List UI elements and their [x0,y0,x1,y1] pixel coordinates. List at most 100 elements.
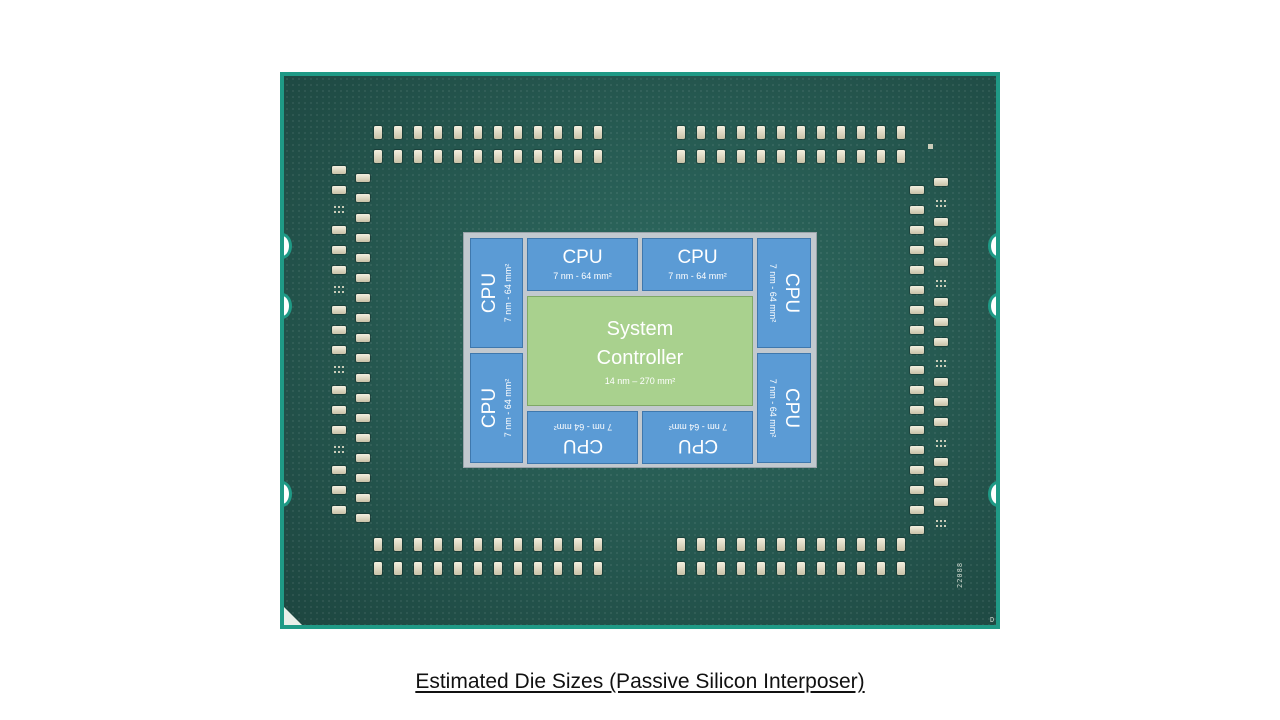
cpu-die-label: CPU [562,246,603,268]
contact-dot [334,371,336,373]
contact-pad [910,246,924,254]
system-controller-title-line1: System [606,318,674,340]
contact-pad [356,334,370,342]
contact-pad [897,538,905,551]
contact-pad [356,174,370,182]
contact-pad [910,526,924,534]
contact-pad [817,562,825,575]
alignment-marker [928,144,933,149]
cpu-die-right-top: CPU 7 nm - 64 mm² [757,238,811,348]
contact-pad [356,414,370,422]
cpu-die-label: CPU [781,387,802,429]
contact-pad [474,150,482,163]
contact-pad [934,218,948,226]
contact-pad [474,562,482,575]
contact-pad [434,126,442,139]
contact-dot [940,525,942,527]
cpu-die-label: CPU [677,434,718,456]
contact-pad [934,178,948,186]
contact-dot [338,291,340,293]
contact-pad [394,150,402,163]
contact-pad [514,538,522,551]
cpu-die-label: CPU [562,434,603,456]
contact-pad [356,234,370,242]
contact-pad [394,562,402,575]
cpu-die-top-left: CPU 7 nm - 64 mm² [527,238,638,291]
system-controller-size: 14 nm – 270 mm² [604,376,676,386]
contact-pad [737,126,745,139]
contact-pad [356,314,370,322]
contact-pad [494,538,502,551]
contact-dot [334,211,336,213]
contact-pad [356,374,370,382]
package-corner-mark-text: D [990,616,996,624]
contact-pad [910,306,924,314]
contact-pad [934,238,948,246]
contact-pad [332,186,346,194]
contact-pad [910,346,924,354]
contact-pad [454,562,462,575]
contact-dot [936,445,938,447]
contact-dot [334,366,336,368]
cpu-die-size: 7 nm - 64 mm² [502,263,513,323]
contact-pad [356,254,370,262]
contact-pad [934,338,948,346]
contact-dot [338,211,340,213]
contact-pad [897,126,905,139]
contact-pad [534,150,542,163]
contact-pad [394,126,402,139]
contact-pad [757,538,765,551]
contact-pad [434,562,442,575]
contact-pad [514,150,522,163]
contact-dot [936,525,938,527]
contact-dot [944,445,946,447]
contact-pad [434,538,442,551]
contact-pad [494,126,502,139]
contact-pad [574,538,582,551]
contact-pad [857,150,865,163]
contact-dot [342,451,344,453]
contact-pad [757,150,765,163]
contact-pad [910,286,924,294]
contact-pad [837,562,845,575]
contact-dot [944,440,946,442]
contact-pad [777,126,785,139]
contact-dot [334,286,336,288]
contact-pad [837,126,845,139]
contact-pad [934,498,948,506]
contact-pad [857,126,865,139]
contact-pad [414,150,422,163]
contact-dot [338,286,340,288]
contact-pad [534,562,542,575]
contact-pad [454,150,462,163]
contact-pad [817,538,825,551]
contact-pad [332,306,346,314]
package-marking: 22088 [956,561,964,588]
contact-pad [737,150,745,163]
contact-dot [342,286,344,288]
contact-pad [356,294,370,302]
cpu-package-substrate: 22088 D [280,72,1000,629]
contact-pad [356,214,370,222]
contact-pad [777,562,785,575]
cpu-die-size: 7 nm - 64 mm² [668,270,727,281]
contact-pad [414,126,422,139]
contact-pad [697,150,705,163]
figure-caption: Estimated Die Sizes (Passive Silicon Int… [415,670,865,693]
pin1-corner-mark [284,607,302,625]
contact-dot [940,360,942,362]
contact-pad [857,538,865,551]
cpu-die-label: CPU [478,272,500,314]
contact-pad [934,298,948,306]
contact-dot [936,285,938,287]
contact-dot [940,280,942,282]
contact-pad [757,126,765,139]
contact-pad [332,346,346,354]
contact-pad [837,538,845,551]
contact-pad [356,474,370,482]
contact-pad [777,538,785,551]
contact-pad [910,426,924,434]
cpu-die-right-bottom: CPU 7 nm - 64 mm² [757,353,811,463]
contact-pad [374,126,382,139]
contact-pad [934,318,948,326]
